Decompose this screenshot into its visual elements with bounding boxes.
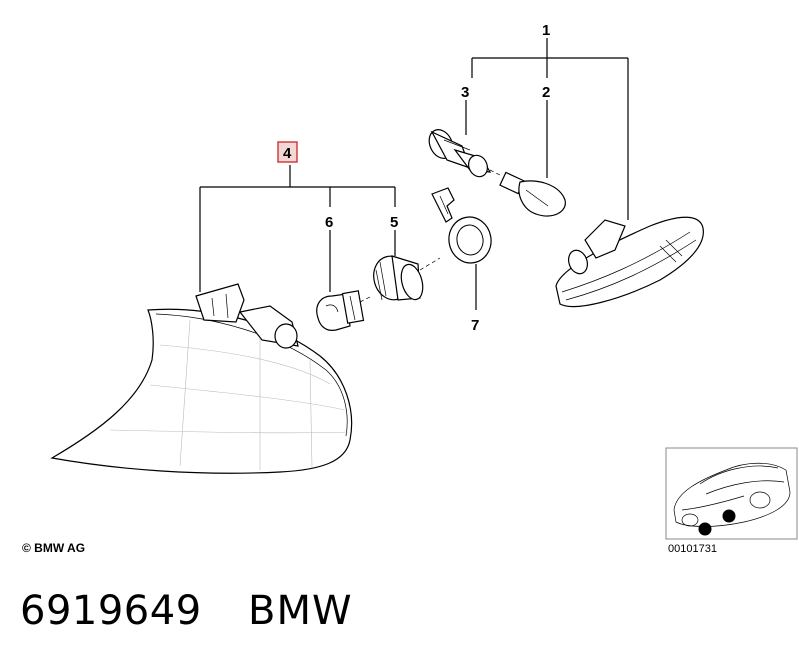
part-number: 6919649 (20, 588, 202, 634)
vehicle-location-thumbnail (665, 447, 798, 540)
turn-signal-bulb-part (316, 290, 365, 331)
turn-signal-socket-part (373, 255, 424, 301)
location-dot-icon (698, 522, 712, 536)
bulb-socket-part (428, 129, 492, 178)
callout-3: 3 (461, 84, 469, 101)
callout-1: 1 (542, 22, 550, 39)
callout-5: 5 (390, 214, 398, 231)
location-dot-icon (722, 509, 736, 523)
side-repeater-lamp-part (555, 216, 704, 308)
car-outline-icon (673, 462, 791, 527)
brand-name: BMW (248, 588, 353, 634)
callout-6: 6 (325, 214, 333, 231)
callout-2: 2 (542, 84, 550, 101)
callout-7: 7 (471, 317, 479, 334)
front-turn-signal-lamp-part (50, 283, 353, 474)
wedge-bulb-part (499, 171, 566, 217)
gasket-ring-part (431, 187, 492, 264)
image-code: 00101731 (668, 543, 717, 555)
callout-4: 4 (283, 145, 292, 162)
callout-4-highlight-box (277, 141, 298, 163)
copyright-notice: © BMW AG (22, 541, 86, 555)
